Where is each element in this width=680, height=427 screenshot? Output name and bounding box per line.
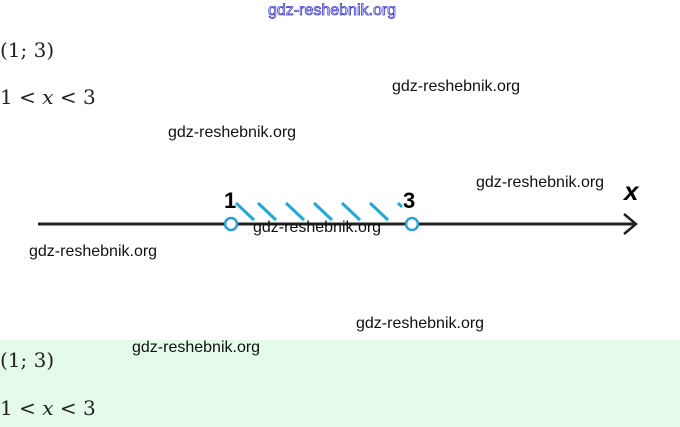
highlighted-answer-box [0,340,680,427]
watermark: gdz-reshebnik.org [168,124,297,141]
point-label-3: 3 [403,188,416,213]
interval-answer: (1; 3) [0,38,55,62]
watermark: gdz-reshebnik.org [392,78,521,95]
axis-label-x: x [624,176,639,206]
watermark: gdz-reshebnik.org [29,243,158,260]
axis-arrow [623,213,638,235]
watermark-top: gdz-reshebnik.org [268,2,397,20]
watermark: gdz-reshebnik.org [253,219,382,236]
point-label-1: 1 [224,188,237,213]
open-point-1 [223,216,239,232]
inequality-answer: 1 < x < 3 [0,85,96,109]
inequality-answer-final: 1 < x < 3 [0,396,96,420]
shaded-interval [234,201,404,222]
open-point-3 [404,216,420,232]
watermark: gdz-reshebnik.org [356,315,485,332]
watermark: gdz-reshebnik.org [476,174,605,191]
number-line [38,201,638,235]
interval-answer-final: (1; 3) [0,348,55,372]
watermark: gdz-reshebnik.org [132,339,261,356]
